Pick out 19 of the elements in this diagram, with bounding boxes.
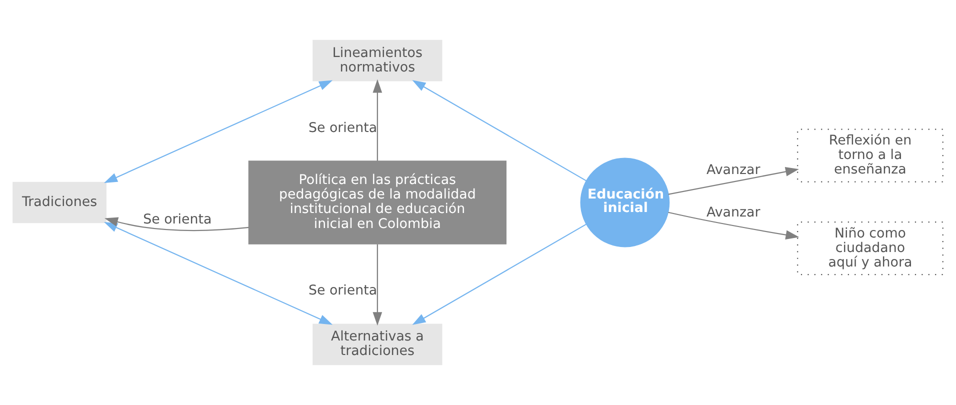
edge-label: Se orienta — [308, 284, 378, 299]
edge-label: Avanzar — [706, 163, 760, 178]
node-box: Lineamientos normativos — [312, 40, 442, 82]
arrow — [668, 212, 800, 240]
edge-label: Se orienta — [143, 212, 212, 228]
arrow — [412, 224, 587, 325]
arrow — [372, 79, 382, 161]
arrow — [412, 80, 587, 182]
arrow — [668, 167, 799, 195]
node-box: Reflexión en torno a la enseñanza — [797, 128, 944, 182]
node-box: Tradiciones — [12, 182, 106, 224]
edge-label: Avanzar — [706, 206, 760, 221]
node-circle: Educación inicial — [580, 158, 670, 248]
node-box: Alternativas a tradiciones — [312, 324, 442, 366]
node-box: Niño como ciudadano aquí y ahora — [797, 222, 944, 276]
arrow — [372, 244, 382, 326]
edge-label: Se orienta — [308, 120, 378, 136]
node-box: Política en las prácticas pedagógicas de la modalidad institucional de educación inicial en Colombia — [248, 160, 506, 244]
arrow — [104, 80, 333, 184]
